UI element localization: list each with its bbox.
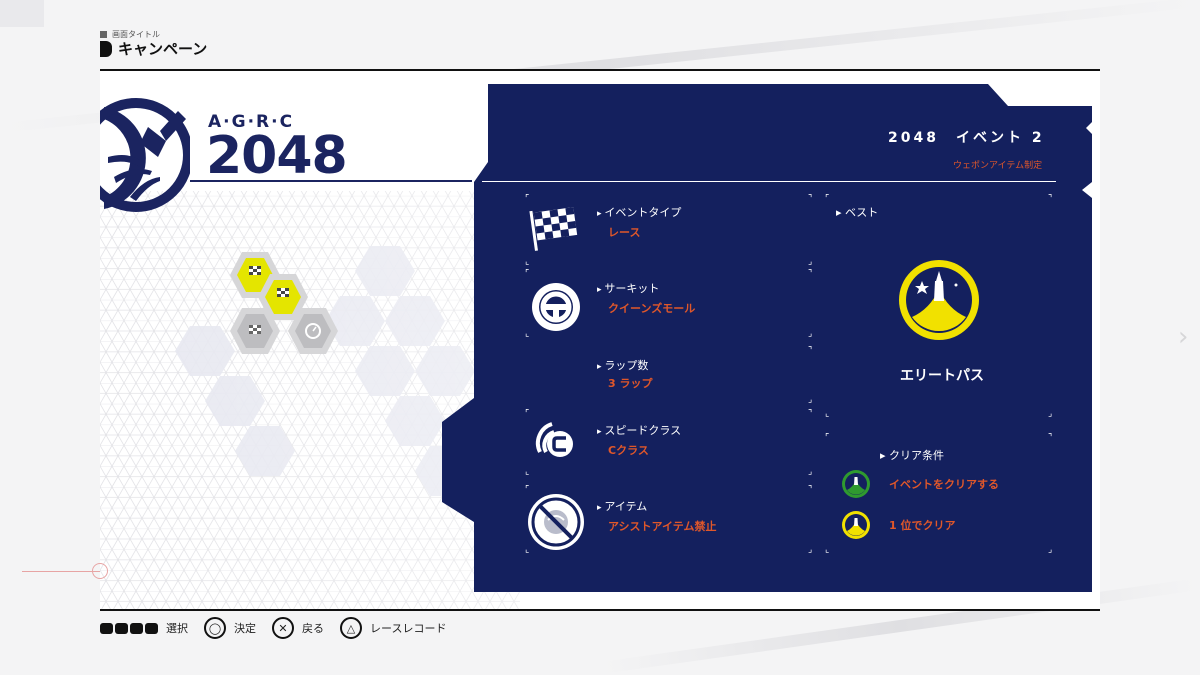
bracket-mark: ⌟ (808, 467, 813, 477)
event-type-label: イベントタイプ (597, 204, 681, 220)
progress-dot (92, 563, 108, 579)
stage-hex-2[interactable] (258, 274, 308, 320)
page-title: キャンペーン (100, 38, 207, 59)
items-label: アイテム (597, 498, 647, 514)
steering-wheel-icon (532, 283, 580, 331)
progress-line (22, 571, 100, 572)
event-heading: 2048 イベント 2 (888, 130, 1045, 146)
header-divider (100, 69, 1100, 71)
circuit-label: サーキット (597, 280, 659, 296)
hex-map (100, 191, 520, 610)
event-subtitle: ウェポンアイテム制定 (953, 161, 1043, 171)
button-guide: 選択 ◯ 決定 ✕ 戻る △ レースレコード (100, 617, 454, 639)
bracket-mark: ⌞ (525, 545, 530, 555)
stage-map[interactable] (228, 248, 348, 358)
clear-condition-1-text: イベントをクリアする (889, 478, 999, 491)
no-items-icon (528, 494, 584, 550)
clear-condition-2-text: 1 位でクリア (889, 519, 956, 532)
bracket-mark: ⌟ (808, 395, 813, 405)
stage-hex-3[interactable] (230, 308, 280, 354)
bracket-mark: ⌞ (525, 467, 530, 477)
items-icon-box (522, 490, 586, 550)
event-type-icon-box (522, 200, 586, 260)
corner-decoration (0, 0, 44, 27)
select-hint[interactable]: 選択 (100, 620, 188, 636)
bracket-mark: ⌜ (525, 269, 530, 279)
bracket-mark: ⌟ (1048, 409, 1053, 419)
event-type-value: レース (608, 226, 641, 239)
checkered-flag-icon (529, 207, 578, 251)
circle-button-icon: ◯ (204, 617, 226, 639)
back-hint[interactable]: ✕ 戻る (272, 617, 324, 639)
event-divider (482, 181, 1056, 182)
laps-label: ラップ数 (597, 357, 648, 373)
bracket-mark: ⌝ (1048, 194, 1053, 204)
chevron-right-icon[interactable]: › (1178, 322, 1189, 352)
bracket-mark: ⌝ (808, 194, 813, 204)
bracket-mark: ⌞ (825, 409, 830, 419)
best-label: ▸ ベスト (836, 206, 879, 219)
bracket-mark: ⌝ (808, 269, 813, 279)
speed-class-label: スピードクラス (597, 422, 681, 438)
speed-class-icon-box (522, 412, 586, 472)
logo-divider (190, 180, 472, 182)
bracket-mark: ⌞ (525, 329, 530, 339)
bracket-mark: ⌞ (825, 545, 830, 555)
bracket-mark: ⌟ (808, 329, 813, 339)
bracket-mark: ⌜ (825, 194, 830, 204)
footer-divider (100, 609, 1100, 611)
bracket-mark: ⌜ (525, 409, 530, 419)
screen-subtitle: 画面タイトル (100, 29, 160, 40)
bracket-mark: ⌝ (808, 485, 813, 495)
bracket-mark: ⌞ (525, 257, 530, 267)
circuit-icon-box (522, 276, 586, 336)
speed-class-value: Cクラス (608, 444, 649, 457)
stage-hex-4[interactable] (288, 308, 338, 354)
bracket-mark: ⌜ (825, 433, 830, 443)
agrc-emblem-icon (100, 98, 190, 212)
green-medal-icon (842, 470, 870, 498)
bracket-mark: ⌝ (1048, 433, 1053, 443)
bracket-mark: ⌟ (808, 257, 813, 267)
bracket-mark: ⌝ (808, 346, 813, 356)
race-record-hint[interactable]: △ レースレコード (340, 617, 446, 639)
dpad-icon (100, 622, 158, 634)
bracket-mark: ⌝ (808, 409, 813, 419)
brand-label: A·G·R·C (208, 112, 295, 132)
items-value: アシストアイテム禁止 (608, 520, 717, 533)
laps-value: 3 ラップ (608, 377, 653, 390)
clear-condition-2: 1 位でクリア (841, 510, 955, 540)
year-label: 2048 (206, 126, 348, 186)
race-record-label: レースレコード (370, 622, 447, 635)
bracket-mark: ⌜ (525, 485, 530, 495)
triangle-button-icon: △ (340, 617, 362, 639)
badge-name: エリートパス (900, 368, 984, 384)
bracket-mark: ⌟ (1048, 545, 1053, 555)
clear-conditions-label: ▸ クリア条件 (880, 449, 945, 462)
select-label: 選択 (166, 622, 188, 635)
confirm-label: 決定 (234, 622, 256, 635)
clear-condition-1: イベントをクリアする (841, 469, 999, 499)
elite-pass-badge-icon (899, 260, 979, 340)
circuit-value: クイーンズモール (608, 302, 696, 315)
confirm-hint[interactable]: ◯ 決定 (204, 617, 256, 639)
yellow-medal-icon (842, 511, 870, 539)
cross-button-icon: ✕ (272, 617, 294, 639)
bracket-mark: ⌜ (525, 194, 530, 204)
back-label: 戻る (302, 622, 324, 635)
bracket-mark: ⌟ (808, 545, 813, 555)
speed-class-c-icon (535, 422, 573, 457)
